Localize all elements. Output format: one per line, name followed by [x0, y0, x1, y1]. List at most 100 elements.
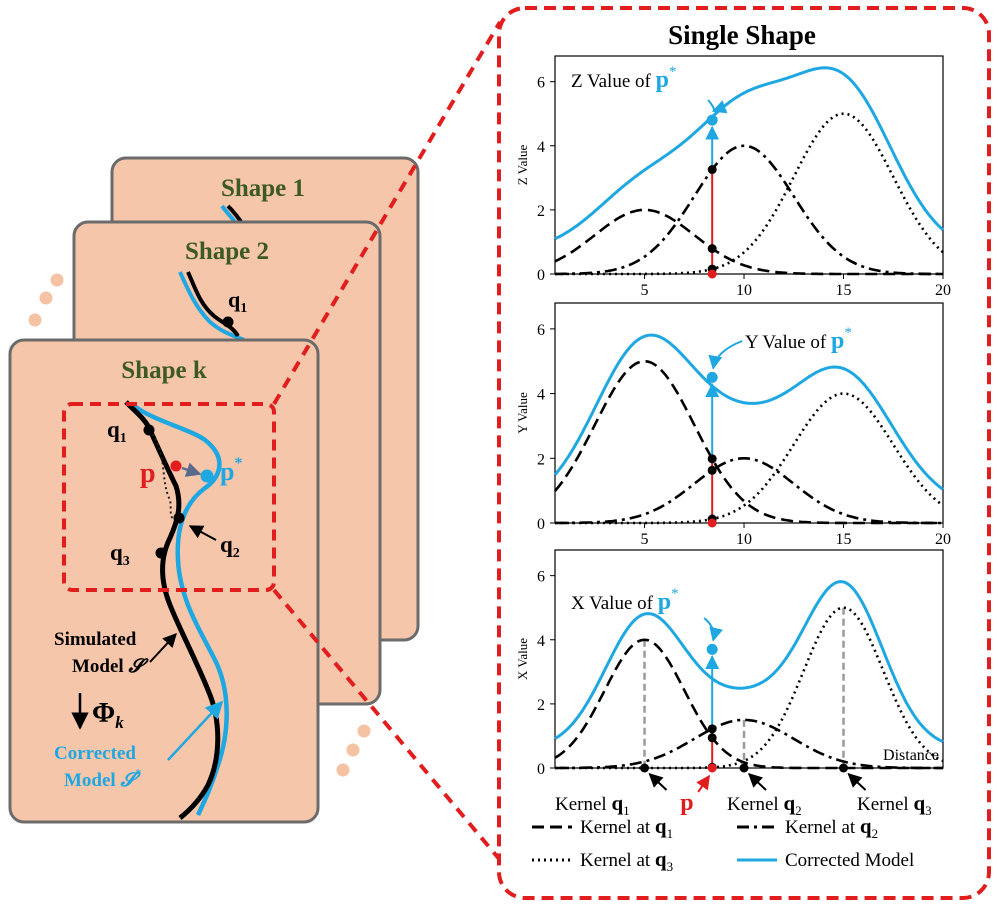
kernel-label: Kernel q1	[555, 791, 630, 818]
kernel-label: Kernel q2	[727, 791, 802, 818]
p-axis-arrow	[696, 774, 711, 793]
x-tick-label: 20	[935, 282, 951, 299]
x-tick-label: 5	[641, 531, 649, 548]
p-point	[707, 518, 717, 528]
simulated-label-line1: Simulated	[54, 629, 137, 650]
shape-k-title: Shape k	[121, 357, 207, 384]
y-axis-label: Y Value	[515, 392, 530, 434]
legend-label: Corrected Model	[785, 850, 914, 871]
annotation-arrow	[703, 617, 723, 642]
corrected-model-line	[553, 333, 944, 491]
q3-point	[155, 547, 167, 559]
kernel-value-point	[707, 733, 717, 743]
q2-label: q2	[220, 532, 240, 561]
chart-z: 0 2 4 6 5 10 15 20 Z Value Z Value of p*	[515, 55, 951, 299]
plot-frame	[554, 549, 944, 769]
legend-label: Kernel at q3	[580, 847, 673, 874]
kernel-value-point	[707, 244, 717, 254]
kernel-curve-dashdot	[555, 718, 943, 770]
y-tick-label: 0	[537, 516, 545, 533]
p-axis-label: p	[680, 790, 693, 816]
y-tick-label: 6	[537, 75, 545, 92]
y-tick-label: 2	[537, 203, 545, 220]
kernel-value-point	[707, 165, 717, 175]
x-tick-label: 15	[836, 531, 852, 548]
pstar-point	[706, 643, 718, 655]
plot-frame	[554, 302, 944, 524]
stack-ellipsis-bottom	[336, 724, 371, 777]
p-point	[707, 269, 717, 279]
shape-card-k: Shape k q1 p p* q2 q3 Simulated Model 𝓢	[8, 338, 320, 824]
kernel-curve-dashdot	[554, 457, 943, 525]
shape-2-q1-label: q1	[228, 287, 247, 316]
q1-point	[143, 424, 155, 436]
q1-label: q1	[107, 417, 127, 446]
legend-label: Kernel at q2	[785, 814, 878, 841]
y-tick-label: 4	[537, 387, 545, 404]
panel-title: Single Shape	[668, 20, 816, 50]
p-label: p	[140, 458, 156, 489]
kernel-label-arrow	[748, 773, 767, 791]
y-tick-label: 2	[537, 697, 545, 714]
shape-cards: Shape 1 Shape 2 q1 Shape k	[8, 156, 420, 824]
y-tick-label: 2	[537, 451, 545, 468]
zoom-connector-top	[272, 20, 502, 406]
zoom-region-box	[62, 402, 276, 592]
chart-legend: Kernel at q1 Kernel at q2 Kernel at q3 Corr…	[532, 814, 914, 874]
x-tick-label: 5	[641, 282, 649, 299]
legend-label: Kernel at q1	[580, 814, 673, 841]
y-tick-label: 6	[537, 569, 545, 586]
annotation-arrow	[707, 99, 728, 114]
value-annotation: X Value of p*	[571, 586, 679, 615]
single-shape-panel	[497, 6, 991, 900]
pstar-point	[706, 371, 718, 383]
kernel-value-point	[707, 724, 717, 734]
y-axis-label: X Value	[515, 638, 530, 680]
shape-2-title: Shape 2	[185, 238, 269, 265]
simulated-label-line2: Model 𝓢	[72, 656, 149, 677]
kernel-curve-dashed	[553, 359, 943, 525]
y-tick-label: 0	[537, 267, 545, 284]
corrected-model-curve	[130, 402, 229, 816]
shape-1-title: Shape 1	[221, 175, 305, 202]
kernel-label-arrow	[648, 773, 668, 791]
kernel-value-point	[707, 454, 717, 464]
corrected-label-line2: Model 𝓢*	[64, 766, 141, 791]
plot-frame	[554, 55, 944, 275]
x-tick-label: 15	[836, 282, 852, 299]
p-point	[170, 460, 182, 472]
x-tick-label: 10	[736, 282, 752, 299]
q2-point	[173, 512, 185, 524]
p-point	[707, 763, 717, 773]
zoom-connector-bottom	[272, 588, 502, 862]
kernel-curve-dashed	[554, 208, 943, 276]
corrected-model-line	[554, 580, 944, 744]
kernel-center-point	[640, 763, 650, 773]
y-tick-label: 6	[537, 322, 545, 339]
value-annotation: Z Value of p*	[571, 64, 676, 93]
stack-ellipsis-top	[28, 273, 64, 327]
kernel-label: Kernel q3	[857, 791, 932, 818]
y-tick-label: 4	[537, 139, 545, 156]
y-axis-label: Z Value	[515, 144, 530, 185]
kernel-curve-dashdot	[555, 144, 944, 276]
y-tick-label: 4	[537, 633, 545, 650]
kernel-curve-dotted	[555, 392, 944, 525]
phi-label: Φk	[92, 698, 124, 732]
y-tick-label: 0	[537, 761, 545, 778]
x-axis-label: Distance	[883, 747, 939, 764]
kernel-center-point	[739, 763, 749, 773]
q3-label: q3	[110, 540, 130, 569]
kernel-center-point	[839, 763, 849, 773]
kernel-value-point	[707, 465, 717, 475]
kernel-curve-dashed	[554, 638, 943, 770]
pstar-point	[706, 114, 718, 126]
corrected-model-line	[554, 66, 945, 241]
corrected-label-line1: Corrected	[54, 743, 136, 764]
x-tick-label: 10	[736, 531, 752, 548]
kernel-label-arrow	[847, 773, 867, 791]
